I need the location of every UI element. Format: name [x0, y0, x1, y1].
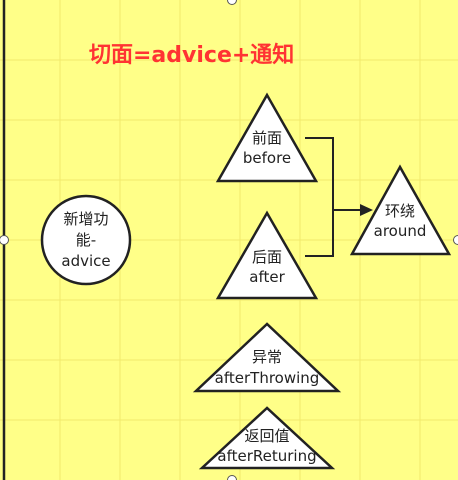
node-new-feature-line3: advice: [61, 252, 110, 270]
node-before[interactable]: 前面 before: [215, 92, 319, 183]
node-new-feature-line1: 新增功: [63, 210, 108, 228]
arrowhead: [360, 204, 373, 216]
node-new-feature[interactable]: 新增功 能- advice: [40, 194, 132, 286]
node-before-line1: 前面: [252, 129, 282, 147]
diagram-title: 切面=advice+通知: [89, 42, 294, 68]
handle-right[interactable]: [453, 235, 458, 245]
handle-top[interactable]: [227, 0, 237, 5]
connector-before-around[interactable]: [305, 137, 362, 211]
node-around-line1: 环绕: [385, 202, 415, 220]
connector-after-around[interactable]: [305, 210, 334, 257]
node-new-feature-line2: 能-: [76, 231, 96, 249]
node-after-throwing-line2: afterThrowing: [215, 369, 320, 387]
node-after-returning[interactable]: 返回值 afterReturing: [198, 406, 336, 470]
node-after-throwing[interactable]: 异常 afterThrowing: [192, 322, 342, 393]
node-after-returning-line1: 返回值: [244, 427, 289, 445]
node-after-returning-line2: afterReturing: [217, 447, 316, 465]
node-before-line2: before: [243, 149, 291, 167]
node-after-line2: after: [249, 268, 285, 286]
node-after-line1: 后面: [252, 248, 282, 266]
node-after[interactable]: 后面 after: [215, 210, 319, 300]
handle-bottom[interactable]: [227, 475, 237, 480]
node-around[interactable]: 环绕 around: [349, 164, 452, 256]
node-after-throwing-line1: 异常: [252, 348, 282, 366]
node-around-line2: around: [374, 222, 427, 240]
handle-left[interactable]: [0, 235, 9, 245]
